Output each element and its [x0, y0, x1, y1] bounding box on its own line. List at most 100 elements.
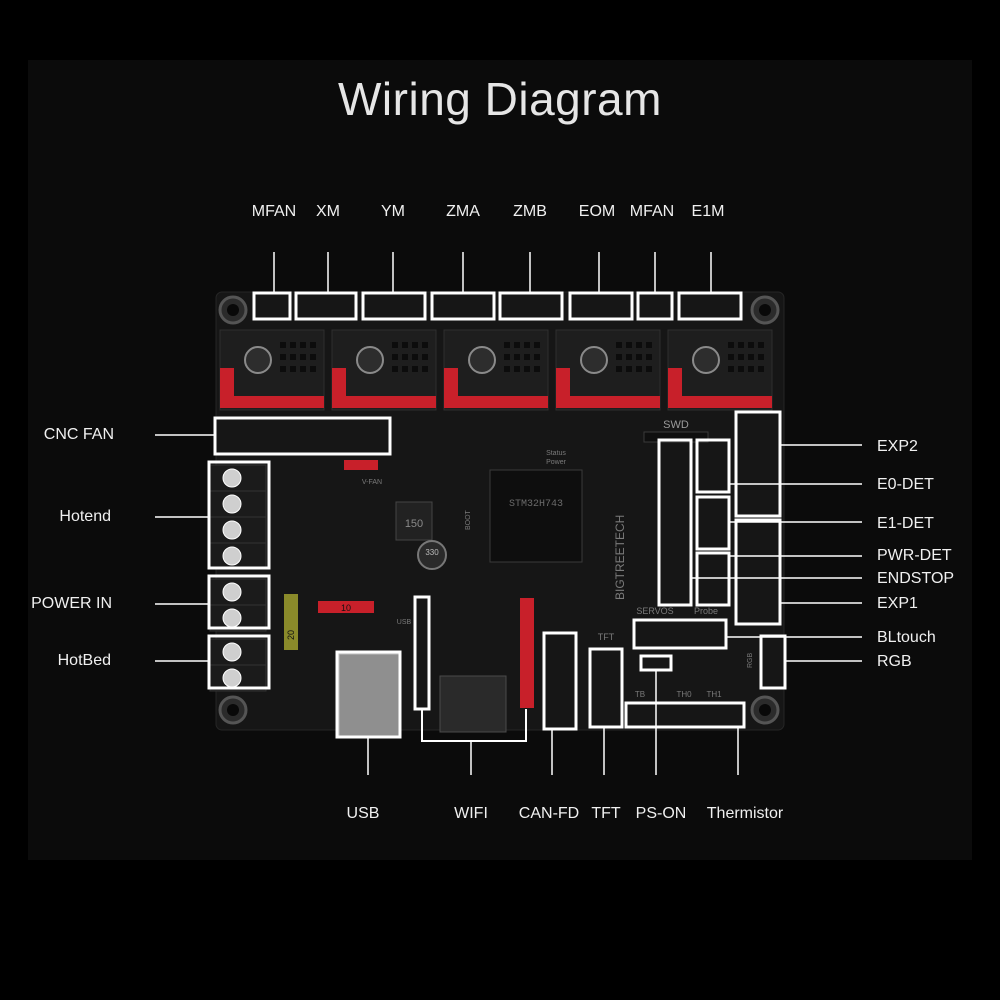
- label-mfan-2: MFAN: [629, 203, 675, 220]
- header-pin: [748, 354, 754, 360]
- callouts: [207, 291, 787, 742]
- can-fd-box: [542, 631, 578, 731]
- servos-label: SERVOS: [636, 606, 673, 616]
- driver-capacitor: [692, 346, 720, 374]
- header-pin: [728, 354, 734, 360]
- exp2-box: [734, 410, 782, 518]
- header-pin: [392, 354, 398, 360]
- header-pin: [616, 366, 622, 372]
- header-pin: [412, 342, 418, 348]
- driver-red-bar: [668, 396, 772, 408]
- terminal-screw: [222, 468, 242, 488]
- capacitor-label: 330: [425, 548, 439, 557]
- stepper-driver-sockets: [219, 329, 773, 411]
- header-pin: [738, 366, 744, 372]
- sd-card-slot: [439, 675, 507, 733]
- label-xm: XM: [316, 203, 340, 220]
- label-e1m: E1M: [691, 203, 725, 220]
- fuse-red: [318, 601, 374, 613]
- header-pin: [412, 354, 418, 360]
- terminal-screw: [222, 494, 242, 514]
- header-pin: [412, 366, 418, 372]
- rgb-silk-label: RGB: [747, 653, 754, 669]
- header-pin: [402, 342, 408, 348]
- header-pin: [504, 354, 510, 360]
- label-tft: TFT: [591, 805, 621, 822]
- header-pin: [310, 366, 316, 372]
- driver-red-bar: [556, 396, 660, 408]
- page-title: Wiring Diagram: [338, 73, 662, 125]
- label-ym: YM: [381, 203, 405, 220]
- label-endstop: ENDSTOP: [877, 570, 955, 587]
- thermistor-box: [624, 701, 746, 729]
- header-pin: [422, 366, 428, 372]
- power-in-box: [207, 574, 271, 630]
- label-cnc-fan: CNC FAN: [43, 426, 114, 443]
- header-pin: [646, 366, 652, 372]
- label-power-in: POWER IN: [31, 595, 112, 612]
- driver-capacitor: [580, 346, 608, 374]
- label-ps-on: PS-ON: [635, 805, 687, 822]
- header-pin: [636, 366, 642, 372]
- label-hotbed: HotBed: [57, 652, 111, 669]
- header-pin: [504, 342, 510, 348]
- header-pin: [616, 354, 622, 360]
- header-pin: [290, 342, 296, 348]
- terminal-screw: [222, 668, 242, 688]
- header-pin: [758, 342, 764, 348]
- header-pin: [646, 354, 652, 360]
- header-pin: [728, 342, 734, 348]
- header-pin: [310, 342, 316, 348]
- fuse-a-label: 10: [341, 603, 351, 613]
- brand-label: BIGTREETECH: [613, 515, 627, 600]
- usb-socket: [338, 653, 400, 737]
- header-pin: [310, 354, 316, 360]
- exp1-box: [734, 518, 782, 626]
- terminal-screw: [222, 520, 242, 540]
- regulator: [395, 501, 433, 541]
- header-pin: [422, 354, 428, 360]
- header-pin: [402, 354, 408, 360]
- header-pin: [534, 342, 540, 348]
- label-thermistor: Thermistor: [706, 805, 784, 822]
- driver-capacitor: [244, 346, 272, 374]
- header-pin: [514, 354, 520, 360]
- vfan-label: V-FAN: [362, 479, 382, 486]
- label-usb: USB: [346, 805, 380, 822]
- tft-box: [588, 647, 624, 729]
- swd-label: SWD: [663, 419, 689, 431]
- label-e1-det: E1-DET: [877, 515, 934, 532]
- header-pin: [402, 366, 408, 372]
- e0-det-box: [695, 438, 731, 494]
- label-e0-det: E0-DET: [877, 476, 934, 493]
- driver-red-bar: [332, 396, 436, 408]
- header-pin: [728, 366, 734, 372]
- driver-red-bar: [220, 396, 324, 408]
- header-pin: [616, 342, 622, 348]
- header-pin: [300, 354, 306, 360]
- header-pin: [758, 366, 764, 372]
- header-pin: [514, 366, 520, 372]
- header-pin: [636, 354, 642, 360]
- eom-box: [568, 291, 634, 321]
- header-pin: [748, 366, 754, 372]
- label-wifi: WIFI: [454, 805, 488, 822]
- header-pin: [392, 342, 398, 348]
- header-pin: [300, 342, 306, 348]
- wifi-header: [520, 598, 534, 708]
- wifi-bracket: [421, 709, 527, 742]
- header-pin: [626, 354, 632, 360]
- label-exp2: EXP2: [877, 438, 918, 455]
- pwr-det-box: [695, 551, 731, 607]
- zmb-box: [498, 291, 564, 321]
- driver-red-pins: [668, 368, 682, 396]
- label-zma: ZMA: [446, 203, 480, 220]
- tft-silk-label: TFT: [598, 632, 615, 642]
- fuse-yellow: [284, 594, 298, 650]
- terminal-screw: [222, 642, 242, 662]
- header-pin: [534, 354, 540, 360]
- fuse-red-top: [344, 460, 378, 470]
- status-label: Status: [546, 450, 566, 457]
- header-pin: [422, 342, 428, 348]
- label-exp1: EXP1: [877, 595, 918, 612]
